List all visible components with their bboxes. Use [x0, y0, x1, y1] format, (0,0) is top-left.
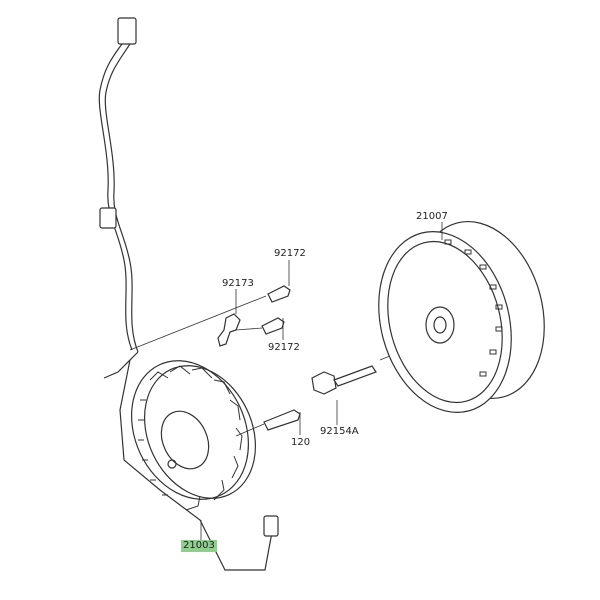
part-label-flywheel-bolt[interactable]: 92154A — [320, 426, 359, 437]
stator — [130, 360, 257, 511]
flywheel-bolt — [311, 349, 406, 395]
part-label-flywheel[interactable]: 21007 — [416, 211, 448, 222]
wire-harness — [98, 17, 279, 571]
flywheel — [378, 220, 545, 413]
leader-lines — [200, 222, 443, 540]
part-label-screw-top[interactable]: 92172 — [274, 248, 306, 259]
part-label-stator-bolt[interactable]: 120 — [291, 437, 311, 448]
part-label-screw-bottom[interactable]: 92172 — [268, 342, 300, 353]
clamp — [217, 313, 241, 347]
screws — [129, 285, 301, 437]
part-label-clamp[interactable]: 92173 — [222, 278, 254, 289]
part-label-stator-highlighted[interactable]: 21003 — [181, 540, 217, 552]
